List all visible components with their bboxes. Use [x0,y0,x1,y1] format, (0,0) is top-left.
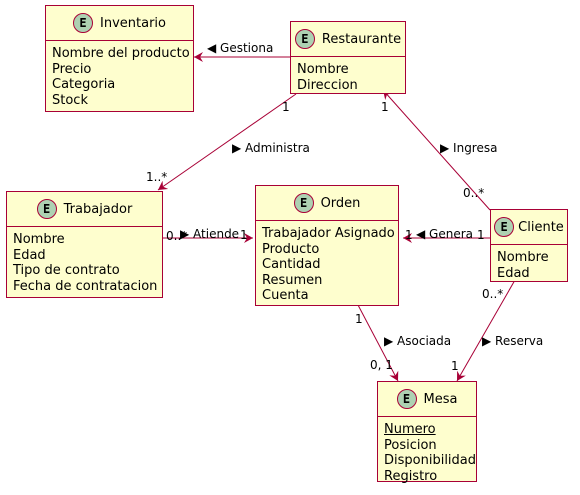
entity-orden[interactable]: E Orden Trabajador Asignado Producto Can… [255,185,399,306]
attribute-list: Nombre Edad [497,250,549,281]
attribute: Tipo de contrato [13,263,120,278]
entity-title: Inventario [100,15,166,31]
asociada-from-mult: 1 [355,312,363,326]
entity-inventario[interactable]: E Inventario Nombre del producto Precio … [45,5,194,112]
entity-header: E Restaurante [291,22,405,57]
asociada-line [357,304,399,382]
attribute-list: Nombre Edad Tipo de contrato Fecha de co… [13,232,157,294]
genera-to-mult: 1 [405,228,413,242]
entity-trabajador[interactable]: E Trabajador Nombre Edad Tipo de contrat… [6,191,163,298]
attribute: Stock [52,92,88,108]
entity-title: Trabajador [63,201,133,217]
entity-icon: E [396,389,417,409]
genera-from-mult: 1 [477,228,485,242]
attribute-primary-key: Numero [384,422,436,437]
attribute: Categoria [52,77,116,92]
attribute: Nombre [13,232,65,247]
entity-icon: E [294,29,315,49]
entity-header: E Trabajador [7,192,162,227]
asociada-to-mult: 0, 1 [370,358,393,372]
attribute: Resumen [262,272,323,288]
attribute: Precio [52,61,92,77]
attribute: Direccion [297,77,358,93]
gestiona-label: ◀ Gestiona [207,41,274,55]
attribute: Fecha de contratacion [13,278,158,294]
entity-cliente[interactable]: E Cliente Nombre Edad [490,209,568,282]
entity-title: Mesa [423,391,458,407]
entity-title: Cliente [518,219,564,235]
asociada-label: ▶ Asociada [384,334,452,348]
ingresa-to-mult: 1 [381,100,389,114]
attribute-list: Nombre del producto Precio Categoria Sto… [52,46,190,108]
atiende-label: ▶ Atiende [180,227,240,241]
attribute: Registro [384,468,438,484]
entity-icon: E [494,217,515,237]
entity-title: Orden [320,195,361,211]
ingresa-line [382,89,491,211]
reserva-line [456,279,516,382]
genera-label: ◀ Genera [416,227,473,241]
administra-label: ▶ Administra [232,141,310,155]
ingresa-label: ▶ Ingresa [440,141,498,155]
attribute: Edad [497,265,530,281]
entity-title: Restaurante [321,31,402,47]
attribute: Nombre del producto [52,46,190,61]
administra-from-mult: 1 [282,100,290,114]
attribute: Posicion [384,437,437,453]
attribute-list: Numero Posicion Disponibilidad Registro [384,422,476,484]
entity-mesa[interactable]: E Mesa Numero Posicion Disponibilidad Re… [377,381,477,484]
attribute: Disponibilidad [384,453,477,468]
atiende-to-mult: 1 [240,228,248,242]
entity-icon: E [293,193,314,213]
attribute-list: Trabajador Asignado Producto Cantidad Re… [262,226,395,304]
attribute: Nombre [497,250,549,265]
entity-icon: E [73,13,93,33]
entity-icon: E [36,199,57,219]
entity-header: E Inventario [46,6,193,41]
reserva-label: ▶ Reserva [482,334,544,348]
entity-restaurante[interactable]: E Restaurante Nombre Direccion [290,21,406,94]
entity-header: E Mesa [378,382,476,417]
attribute: Cuenta [262,288,309,303]
reserva-from-mult: 0..* [482,287,504,301]
administra-to-mult: 1..* [146,170,168,184]
entity-header: E Orden [256,186,398,221]
attribute: Producto [262,241,320,257]
ingresa-from-mult: 0..* [463,186,485,200]
atiende-from-mult: 0..* [166,229,188,243]
attribute: Edad [13,247,46,263]
attribute: Trabajador Asignado [262,226,395,241]
entity-header: E Cliente [491,210,567,245]
administra-line [157,93,297,191]
attribute-list: Nombre Direccion [297,62,358,93]
attribute: Cantidad [262,257,321,272]
reserva-to-mult: 1 [451,359,459,373]
attribute: Nombre [297,62,349,77]
